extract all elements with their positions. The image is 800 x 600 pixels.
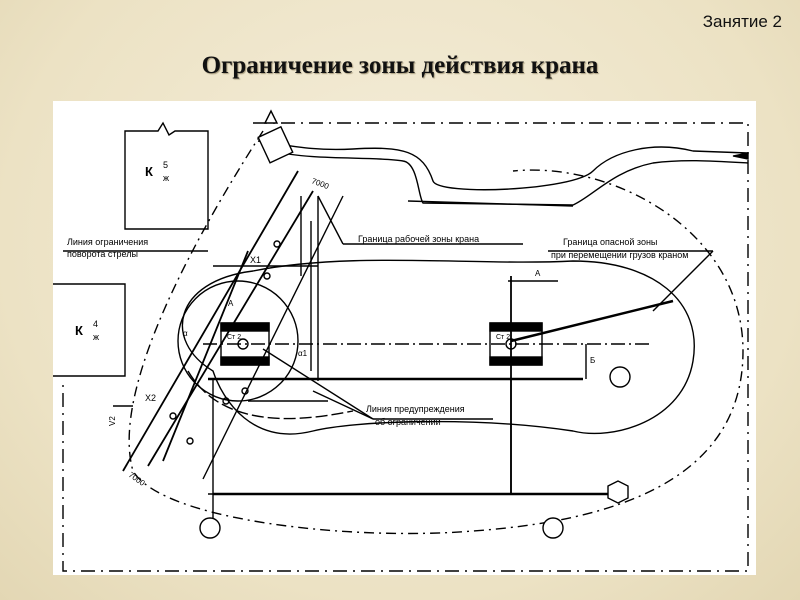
v2-label: V2 — [108, 416, 117, 426]
k4-den: ж — [93, 332, 99, 342]
x2-label: X2 — [145, 393, 156, 403]
crane-zone-drawing: К 5 ж К 4 ж Линия ограничения поворота с… — [36, 109, 749, 572]
building-k4 — [36, 283, 126, 377]
alpha-label: α — [183, 329, 188, 338]
k5-label: К — [145, 164, 153, 179]
warning-label-1: Линия предупреждения — [366, 404, 465, 414]
a-label-1: A — [228, 299, 234, 308]
site-boundary — [62, 122, 749, 572]
work-zone-oval — [181, 259, 695, 435]
alpha1-label: α1 — [298, 349, 308, 358]
slide-title: Ограничение зоны действия крана — [201, 52, 599, 79]
diagram-panel: К 5 ж К 4 ж Линия ограничения поворота с… — [36, 101, 756, 575]
crane-1-label: Ст 2 — [227, 334, 241, 341]
post-left — [199, 517, 221, 539]
danger-zone-label-2: при перемещении грузов краном — [551, 250, 688, 260]
post-right — [542, 517, 564, 539]
x1-label: X1 — [250, 255, 261, 265]
dim-7000-top: 7000 — [310, 176, 330, 191]
k5-num: 5 — [163, 160, 168, 170]
road-top-2 — [272, 150, 749, 206]
k5-den: ж — [163, 173, 169, 183]
danger-zone-label-1: Граница опасной зоны — [563, 237, 657, 247]
work-zone-label: Граница рабочей зоны крана — [358, 234, 479, 244]
warning-label-2: об ограничении — [375, 417, 441, 427]
boom-limit-label-2: поворота стрелы — [67, 249, 138, 259]
a-label-2: A — [535, 269, 541, 278]
b-label: Б — [590, 356, 595, 365]
k4-num: 4 — [93, 319, 98, 329]
danger-zone-arc — [128, 130, 744, 535]
boom-limit-label-1: Линия ограничения — [67, 237, 148, 247]
k4-label: К — [75, 323, 83, 338]
building-k5 — [124, 121, 209, 230]
post-hex — [607, 480, 629, 504]
lesson-label: Занятие 2 — [702, 12, 782, 31]
road-top — [257, 140, 749, 191]
post-mid — [609, 366, 631, 388]
crane-2-label: Ст 2 — [496, 334, 510, 341]
dim-7000-bottom: 7000 — [127, 470, 147, 488]
